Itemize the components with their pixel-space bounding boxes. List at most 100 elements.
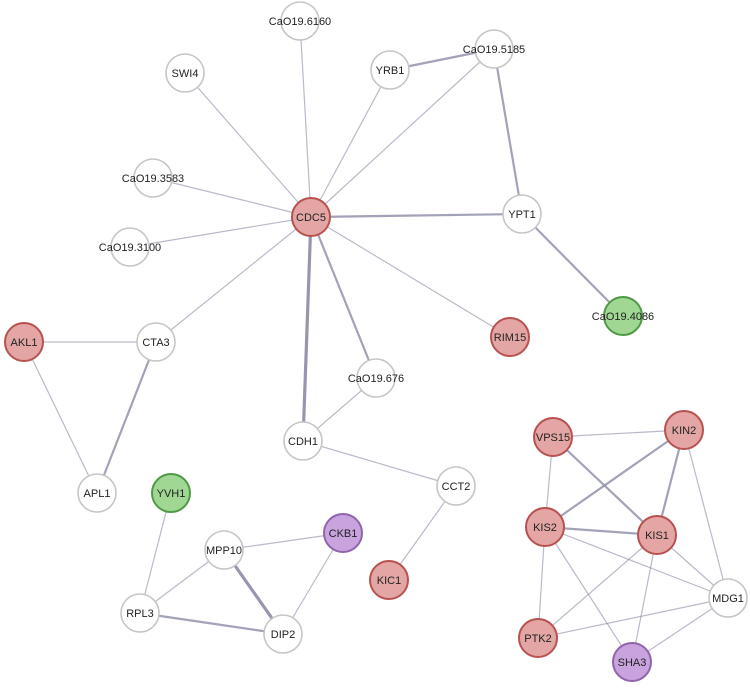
node-circle <box>204 530 244 570</box>
node-circle <box>664 410 704 450</box>
node-circle <box>370 50 410 90</box>
node-label: MDG1 <box>712 593 744 605</box>
node-cao19676[interactable]: CaO19.676 <box>348 358 404 398</box>
node-cdc5[interactable]: CDC5 <box>291 197 331 237</box>
node-kis2[interactable]: KIS2 <box>525 507 565 547</box>
node-cao193583[interactable]: CaO19.3583 <box>122 158 184 198</box>
edge-cdc5-cao193100 <box>129 216 312 248</box>
edge-cdc5-cao195185 <box>310 48 495 218</box>
node-label: CaO19.3583 <box>122 173 184 185</box>
edge-kis1-sha3 <box>631 534 658 663</box>
edge-yvh1-rpl3 <box>139 492 172 614</box>
node-sha3[interactable]: SHA3 <box>612 642 652 682</box>
node-circle <box>436 466 476 506</box>
node-label: RPL3 <box>126 608 154 620</box>
node-circle <box>612 642 652 682</box>
node-circle <box>263 614 303 654</box>
edge-cdc5-yrb1 <box>310 69 391 218</box>
edge-cdc5-cta3 <box>155 216 312 343</box>
node-label: CDC5 <box>296 212 326 224</box>
node-label: MPP10 <box>206 545 242 557</box>
edge-cao195185-ypt1 <box>492 48 524 215</box>
node-circle <box>151 473 191 513</box>
node-vps15[interactable]: VPS15 <box>533 417 573 457</box>
node-label: CDH1 <box>288 436 318 448</box>
edge-kis2-mdg1 <box>544 526 729 599</box>
node-label: KIN2 <box>672 425 696 437</box>
node-circle <box>490 317 530 357</box>
edge-mpp10-ckb1 <box>223 532 344 551</box>
node-rim15[interactable]: RIM15 <box>490 317 530 357</box>
node-mdg1[interactable]: MDG1 <box>708 578 748 618</box>
node-cdh1[interactable]: CDH1 <box>283 421 323 461</box>
node-label: KIC1 <box>377 575 401 587</box>
node-circle <box>4 322 44 362</box>
node-label: VPS15 <box>536 432 570 444</box>
node-cao194086[interactable]: CaO19.4086 <box>592 296 654 336</box>
node-circle <box>77 473 117 513</box>
edge-kin2-kis2 <box>544 429 685 528</box>
node-label: APL1 <box>84 488 111 500</box>
node-label: SHA3 <box>618 657 647 669</box>
node-yvh1[interactable]: YVH1 <box>151 473 191 513</box>
edge-rpl3-dip2 <box>139 611 284 636</box>
node-yrb1[interactable]: YRB1 <box>370 50 410 90</box>
node-label: CTA3 <box>142 337 169 349</box>
node-circle <box>133 158 173 198</box>
node-label: PTK2 <box>524 633 552 645</box>
node-ptk2[interactable]: PTK2 <box>518 618 558 658</box>
node-dip2[interactable]: DIP2 <box>263 614 303 654</box>
node-label: RIM15 <box>494 332 526 344</box>
node-label: CKB1 <box>329 528 358 540</box>
edge-kin2-mdg1 <box>683 429 729 599</box>
edge-cdh1-cct2 <box>302 440 457 487</box>
node-label: AKL1 <box>11 337 38 349</box>
node-circle <box>283 421 323 461</box>
node-circle <box>525 507 565 547</box>
node-circle <box>110 227 150 267</box>
node-label: CaO19.3100 <box>99 242 161 254</box>
node-label: YPT1 <box>508 209 536 221</box>
node-circle <box>502 194 542 234</box>
node-rpl3[interactable]: RPL3 <box>120 593 160 633</box>
node-ckb1[interactable]: CKB1 <box>323 513 363 553</box>
node-circle <box>165 53 205 93</box>
node-label: CaO19.6160 <box>269 16 331 28</box>
node-label: KIS1 <box>645 530 669 542</box>
node-circle <box>637 515 677 555</box>
edge-cdc5-ypt1 <box>310 212 523 219</box>
node-apl1[interactable]: APL1 <box>77 473 117 513</box>
node-label: CaO19.5185 <box>463 44 525 56</box>
node-label: YVH1 <box>157 488 186 500</box>
node-cct2[interactable]: CCT2 <box>436 466 476 506</box>
edge-cdc5-rim15 <box>310 216 511 338</box>
node-circle <box>369 560 409 600</box>
node-cao193100[interactable]: CaO19.3100 <box>99 227 161 267</box>
node-cta3[interactable]: CTA3 <box>136 322 176 362</box>
node-cao196160[interactable]: CaO19.6160 <box>269 1 331 41</box>
node-label: CCT2 <box>442 481 471 493</box>
node-circle <box>533 417 573 457</box>
node-circle <box>708 578 748 618</box>
edge-kis1-ptk2 <box>537 534 658 639</box>
node-kic1[interactable]: KIC1 <box>369 560 409 600</box>
node-circle <box>136 322 176 362</box>
node-kis1[interactable]: KIS1 <box>637 515 677 555</box>
node-kin2[interactable]: KIN2 <box>664 410 704 450</box>
node-akl1[interactable]: AKL1 <box>4 322 44 362</box>
node-ypt1[interactable]: YPT1 <box>502 194 542 234</box>
node-mpp10[interactable]: MPP10 <box>204 530 244 570</box>
node-circle <box>603 296 643 336</box>
node-label: SWI4 <box>172 68 199 80</box>
node-swi4[interactable]: SWI4 <box>165 53 205 93</box>
node-label: YRB1 <box>376 65 405 77</box>
node-circle <box>120 593 160 633</box>
edge-cdc5-cao193583 <box>152 177 312 218</box>
edge-cdc5-swi4 <box>184 72 312 218</box>
node-circle <box>291 197 331 237</box>
node-cao195185[interactable]: CaO19.5185 <box>463 29 525 69</box>
edge-cta3-apl1 <box>95 341 158 494</box>
edge-ypt1-cao194086 <box>521 213 624 317</box>
